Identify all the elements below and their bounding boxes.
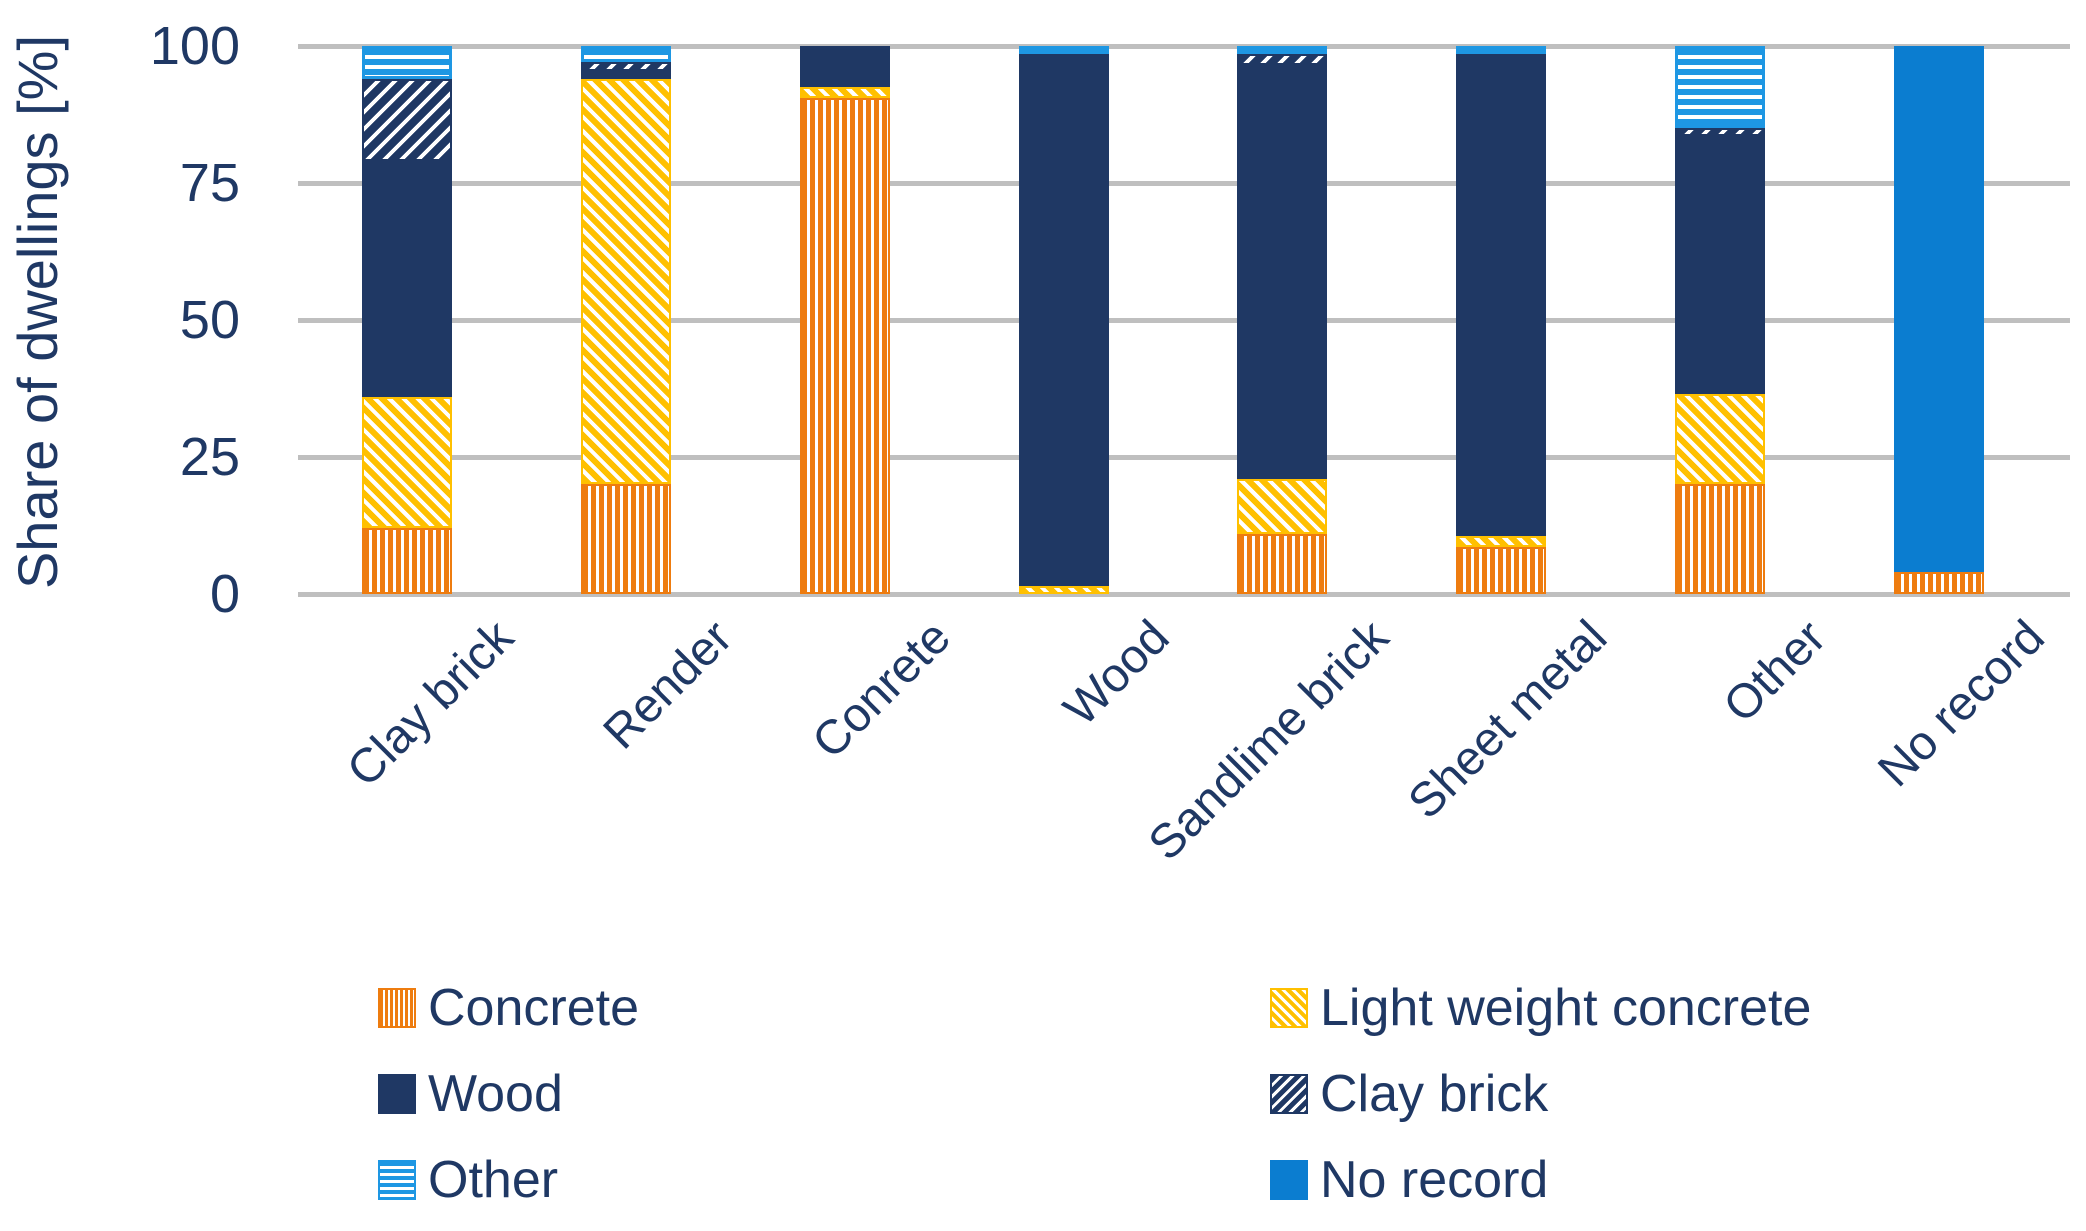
legend-swatch-wood [378, 1074, 416, 1114]
segment-other [1456, 46, 1547, 55]
y-tick-label-50: 50 [179, 290, 240, 350]
segment-wood [1456, 54, 1547, 537]
y-tick-label-25: 25 [179, 427, 240, 487]
bar-other [1674, 46, 1765, 594]
legend-label: Other [428, 1151, 559, 1209]
segment-concrete [1237, 533, 1328, 594]
segment-lwc [581, 78, 672, 485]
segment-claybrick [1674, 128, 1765, 137]
segment-lwc [1674, 394, 1765, 485]
legend-item-norecord: No record [1270, 1150, 1811, 1210]
segment-concrete [581, 484, 672, 594]
legend-label: Light weight concrete [1320, 979, 1812, 1037]
legend-swatch-other [378, 1160, 416, 1200]
segment-claybrick [581, 62, 672, 71]
segment-wood [1018, 54, 1109, 586]
segment-other [1018, 46, 1109, 55]
legend-item-wood: Wood [378, 1064, 639, 1124]
legend-swatch-claybrick [1270, 1074, 1308, 1114]
segment-wood [362, 161, 453, 397]
x-label-no-record: No record [1868, 610, 2055, 798]
bar-wood [1018, 46, 1109, 594]
legend-label: Clay brick [1320, 1065, 1549, 1123]
x-label-wood: Wood [1054, 610, 1180, 737]
segment-other [581, 46, 672, 63]
plot-area [298, 43, 2070, 597]
bar-sandlime-brick [1237, 46, 1328, 594]
y-tick-label-0: 0 [209, 564, 240, 624]
gridline-100 [298, 43, 2070, 49]
segment-claybrick [362, 78, 453, 162]
bar-conrete [799, 46, 890, 594]
segment-wood [799, 46, 890, 88]
y-tick-label-100: 100 [149, 16, 240, 76]
segment-other [362, 46, 453, 79]
x-label-sheet-metal: Sheet metal [1398, 610, 1618, 830]
segment-wood [1674, 136, 1765, 394]
y-tick-label-75: 75 [179, 153, 240, 213]
segment-lwc [799, 87, 890, 99]
legend-item-claybrick: Clay brick [1270, 1064, 1811, 1124]
legend-swatch-concrete [378, 988, 416, 1028]
legend-item-concrete: Concrete [378, 978, 639, 1038]
segment-claybrick [1237, 54, 1328, 66]
segment-concrete [1456, 547, 1547, 594]
segment-wood [581, 70, 672, 79]
legend-swatch-lwc [1270, 988, 1308, 1028]
gridline-50 [298, 317, 2070, 323]
segment-norecord [1893, 46, 1984, 573]
segment-concrete [1893, 572, 1984, 594]
legend-swatch-norecord [1270, 1160, 1308, 1200]
segment-other [1674, 46, 1765, 129]
gridline-25 [298, 454, 2070, 460]
segment-concrete [1674, 484, 1765, 594]
segment-other [1237, 46, 1328, 55]
legend-label: No record [1320, 1151, 1549, 1209]
x-label-sandlime-brick: Sandlime brick [1138, 610, 1399, 871]
legend-label: Wood [428, 1065, 563, 1123]
segment-lwc [1018, 585, 1109, 594]
gridline-75 [298, 180, 2070, 186]
segment-lwc [1237, 478, 1328, 534]
x-label-conrete: Conrete [802, 610, 961, 769]
bar-render [581, 46, 672, 594]
legend-item-other: Other [378, 1150, 639, 1210]
x-label-render: Render [593, 610, 743, 760]
segment-wood [1237, 65, 1328, 479]
y-axis-title: Share of dwellings [%] [6, 34, 69, 590]
gridline-0 [298, 591, 2070, 597]
segment-lwc [1456, 536, 1547, 548]
legend-label: Concrete [428, 979, 639, 1037]
legend-item-lwc: Light weight concrete [1270, 978, 1811, 1038]
x-label-clay-brick: Clay brick [336, 610, 524, 798]
bar-sheet-metal [1456, 46, 1547, 594]
segment-concrete [362, 528, 453, 594]
bar-clay-brick [362, 46, 453, 594]
segment-lwc [362, 396, 453, 529]
bar-no-record [1893, 46, 1984, 594]
x-label-other: Other [1713, 610, 1836, 733]
segment-concrete [799, 98, 890, 594]
